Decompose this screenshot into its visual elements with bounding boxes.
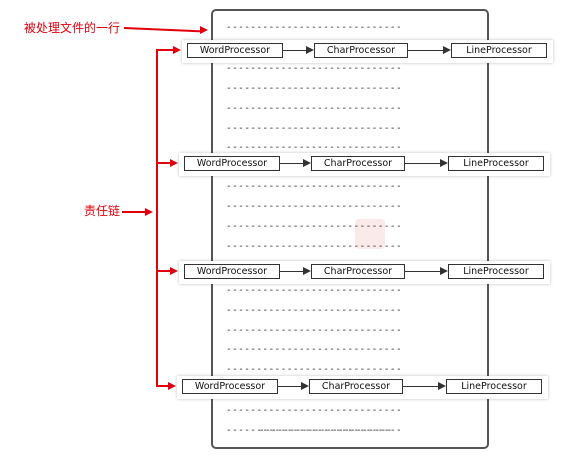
file-line: -----------------------------: [226, 63, 403, 74]
arrow-head-icon: [168, 382, 176, 390]
file-line: -----------------------------: [226, 344, 403, 355]
chain-bracket-tick: [156, 162, 171, 164]
watermark: [355, 219, 385, 249]
processor-chain: WordProcessor CharProcessor LineProcesso…: [179, 261, 550, 284]
char-processor-box: CharProcessor: [311, 156, 405, 171]
word-processor-box: WordProcessor: [182, 379, 278, 394]
arrow-head-icon: [303, 267, 311, 275]
connector-arrow: [408, 50, 444, 52]
chain-pointer: [122, 211, 146, 213]
processor-chain: WordProcessor CharProcessor LineProcesso…: [179, 153, 550, 176]
word-processor-box: WordProcessor: [184, 264, 280, 279]
connector-arrow: [405, 271, 441, 273]
file-line: -----------------------------: [226, 425, 403, 436]
arrow-head-icon: [170, 159, 178, 167]
arrow-head-icon: [145, 208, 153, 216]
arrow-head-icon: [200, 26, 208, 34]
arrow-head-icon: [443, 46, 451, 54]
file-line: -----------------------------: [226, 142, 403, 153]
file-line-last-visible: ----------------------: [259, 425, 393, 436]
file-line-pointer: [123, 27, 202, 32]
file-line: -----------------------------: [226, 22, 403, 33]
arrow-head-icon: [303, 159, 311, 167]
chain-annotation: 责任链: [84, 204, 121, 218]
file-line-annotation: 被处理文件的一行: [24, 21, 121, 35]
line-processor-box: LineProcessor: [448, 156, 544, 171]
word-processor-box: WordProcessor: [187, 43, 283, 58]
chain-bracket-tick: [156, 385, 169, 387]
line-processor-box: LineProcessor: [446, 379, 542, 394]
word-processor-box: WordProcessor: [184, 156, 280, 171]
connector-arrow: [283, 50, 307, 52]
char-processor-box: CharProcessor: [309, 379, 403, 394]
connector-arrow: [405, 163, 441, 165]
file-line: -----------------------------: [226, 305, 403, 316]
line-processor-box: LineProcessor: [448, 264, 544, 279]
chain-bracket-spine: [156, 49, 158, 387]
file-line: -----------------------------: [226, 285, 403, 296]
arrow-head-icon: [440, 159, 448, 167]
file-line: -----------------------------: [226, 325, 403, 336]
file-line: -----------------------------: [226, 83, 403, 94]
file-line: -----------------------------: [226, 181, 403, 192]
processor-chain: WordProcessor CharProcessor LineProcesso…: [177, 376, 548, 399]
file-line: -----------------------------: [226, 103, 403, 114]
arrow-head-icon: [440, 267, 448, 275]
char-processor-box: CharProcessor: [311, 264, 405, 279]
file-line: -----------------------------: [226, 221, 403, 232]
arrow-head-icon: [438, 382, 446, 390]
arrow-head-icon: [173, 46, 181, 54]
line-processor-box: LineProcessor: [451, 43, 547, 58]
processor-chain: WordProcessor CharProcessor LineProcesso…: [182, 40, 553, 63]
arrow-head-icon: [170, 267, 178, 275]
arrow-head-icon: [306, 46, 314, 54]
file-line: -----------------------------: [226, 123, 403, 134]
file-line: -----------------------------: [226, 405, 403, 416]
connector-arrow: [403, 386, 439, 388]
char-processor-box: CharProcessor: [314, 43, 408, 58]
file-line: -----------------------------: [226, 241, 403, 252]
chain-bracket-tick: [156, 49, 174, 51]
file-line: -----------------------------: [226, 364, 403, 375]
connector-arrow: [280, 163, 304, 165]
chain-bracket-tick: [156, 270, 171, 272]
connector-arrow: [280, 271, 304, 273]
file-line: -----------------------------: [226, 201, 403, 212]
processed-file-document: [211, 9, 489, 449]
arrow-head-icon: [301, 382, 309, 390]
connector-arrow: [278, 386, 302, 388]
